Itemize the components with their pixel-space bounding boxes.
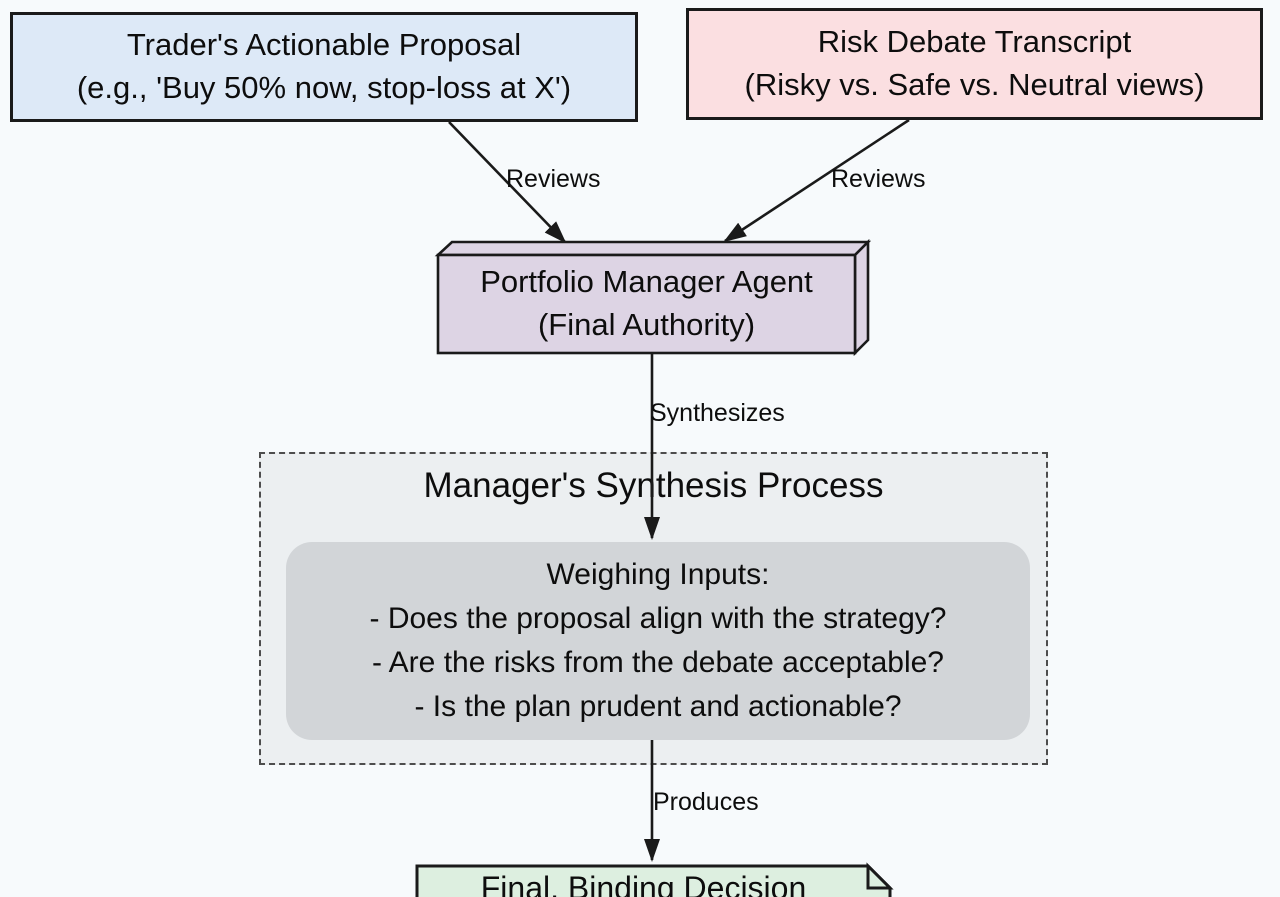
risk-transcript-title: Risk Debate Transcript xyxy=(817,24,1132,60)
weighing-inputs-question-3: - Is the plan prudent and actionable? xyxy=(414,690,902,723)
edge-label-reviews-left: Reviews xyxy=(506,165,601,193)
weighing-inputs-question-2: - Are the risks from the debate acceptab… xyxy=(372,646,944,679)
weighing-inputs-heading: Weighing Inputs: xyxy=(546,558,770,591)
trader-proposal-title: Trader's Actionable Proposal xyxy=(126,27,522,63)
edge-label-reviews-right: Reviews xyxy=(831,165,926,193)
edge-label-synthesizes: Synthesizes xyxy=(650,399,785,427)
edge-label-produces: Produces xyxy=(653,788,759,816)
final-decision-note-fold xyxy=(866,862,894,890)
final-decision-label: Final, Binding Decision xyxy=(480,870,807,897)
portfolio-manager-title: Portfolio Manager Agent xyxy=(480,264,813,300)
portfolio-manager-label: Portfolio Manager Agent (Final Authority… xyxy=(438,255,855,353)
risk-transcript-subtitle: (Risky vs. Safe vs. Neutral views) xyxy=(744,67,1205,102)
cluster-title: Manager's Synthesis Process xyxy=(423,466,884,505)
portfolio-manager-subtitle: (Final Authority) xyxy=(537,307,756,342)
trader-proposal-node: Trader's Actionable Proposal (e.g., 'Buy… xyxy=(10,12,638,122)
risk-transcript-node: Risk Debate Transcript (Risky vs. Safe v… xyxy=(686,8,1263,120)
weighing-inputs-node: Weighing Inputs: - Does the proposal ali… xyxy=(286,542,1030,740)
portfolio-manager-top-face xyxy=(434,240,872,257)
trader-proposal-example: (e.g., 'Buy 50% now, stop-loss at X') xyxy=(76,70,572,105)
portfolio-manager-right-face xyxy=(853,238,870,357)
weighing-inputs-question-1: - Does the proposal align with the strat… xyxy=(369,602,947,635)
